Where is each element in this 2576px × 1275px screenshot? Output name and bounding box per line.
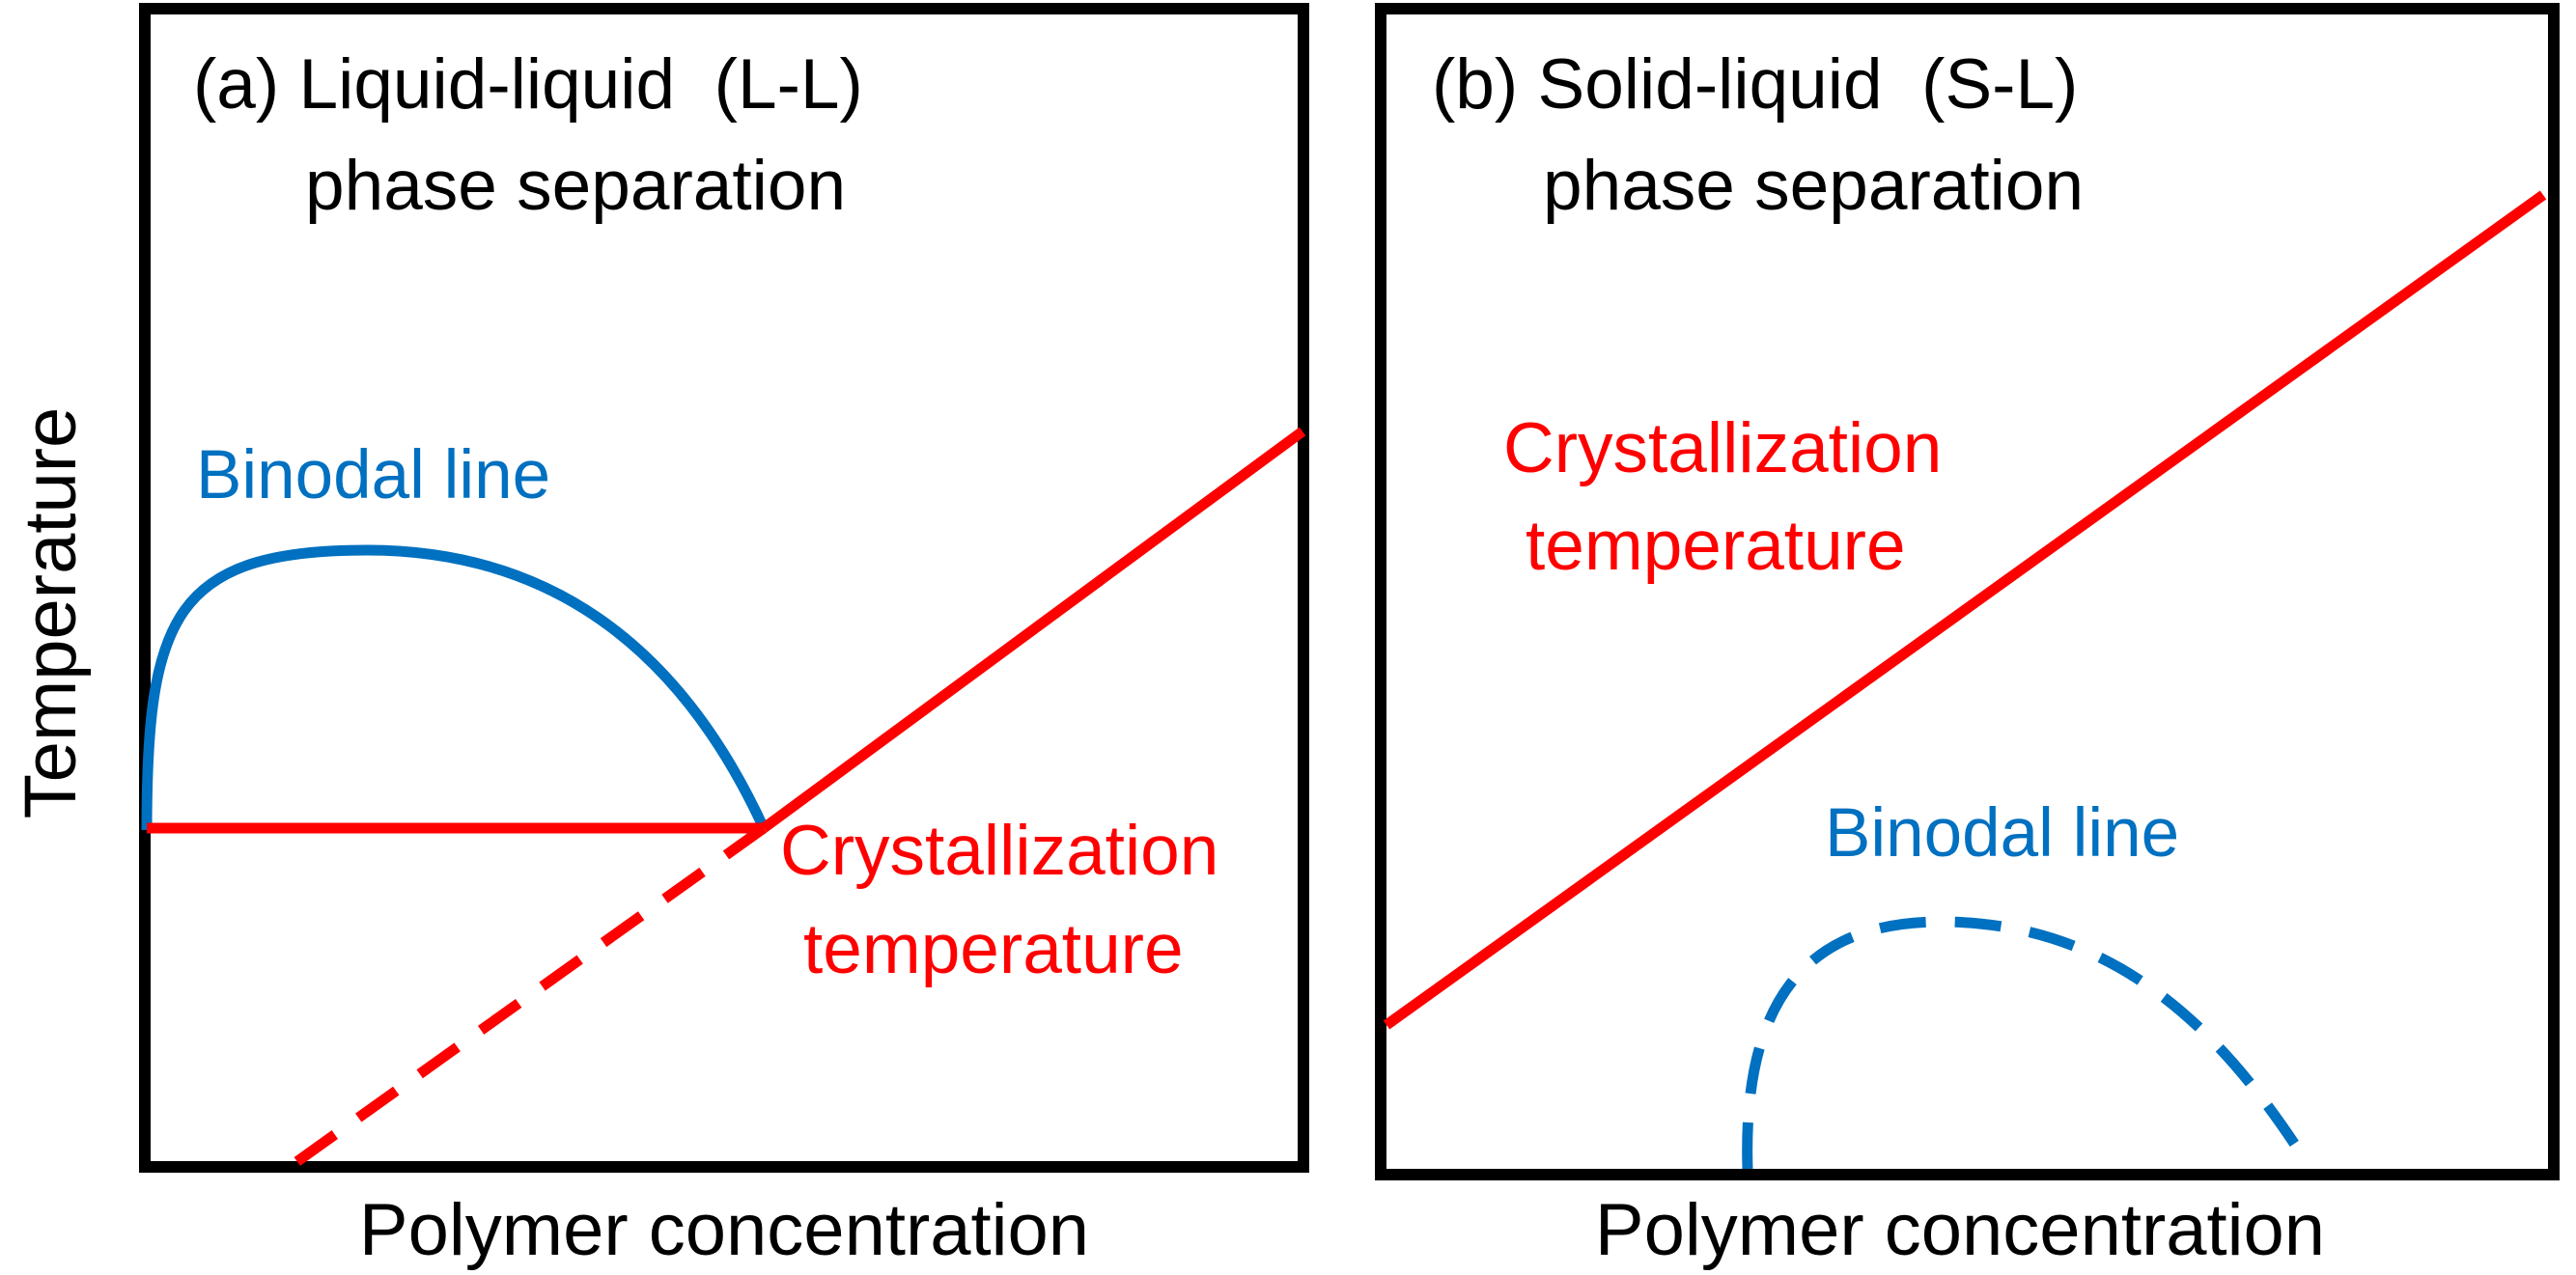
panel-a-crystallization-extrapolated-line [286,823,768,1172]
panel-b-title-line1: (b) Solid-liquid (S-L) [1432,45,2078,124]
panel-a-title-line2: phase separation [305,147,846,225]
panel-b-binodal-curve [1742,916,2314,1170]
panel-a-binodal-label: Binodal line [196,437,550,513]
panel-a-frame [139,3,1309,1173]
panel-b-crystallization-label-line1: Crystallization [1503,409,1942,487]
panel-a-crystallization-label-line1: Crystallization [780,812,1218,890]
panel-b-x-axis-label: Polymer concentration [1595,1189,2325,1271]
y-axis-label: Temperature [10,407,92,819]
panel-b: (b) Solid-liquid (S-L) phase separation … [1375,3,2560,1271]
panel-b-frame [1375,3,2560,1180]
panel-b-title-line2: phase separation [1543,147,2084,225]
panel-b-crystallization-line [1383,190,2547,1030]
panel-a-title-line1: (a) Liquid-liquid (L-L) [193,45,863,124]
panel-a-binodal-curve [141,544,769,831]
panel-b-binodal-label: Binodal line [1825,795,2179,872]
panel-a-x-axis-label: Polymer concentration [359,1189,1089,1271]
panel-b-crystallization-label-line2: temperature [1526,507,1906,585]
panel-a-crystallization-line [760,427,1306,833]
panel-a: (a) Liquid-liquid (L-L) phase separation… [139,3,1309,1271]
panel-a-crystallization-label-line2: temperature [803,910,1184,988]
